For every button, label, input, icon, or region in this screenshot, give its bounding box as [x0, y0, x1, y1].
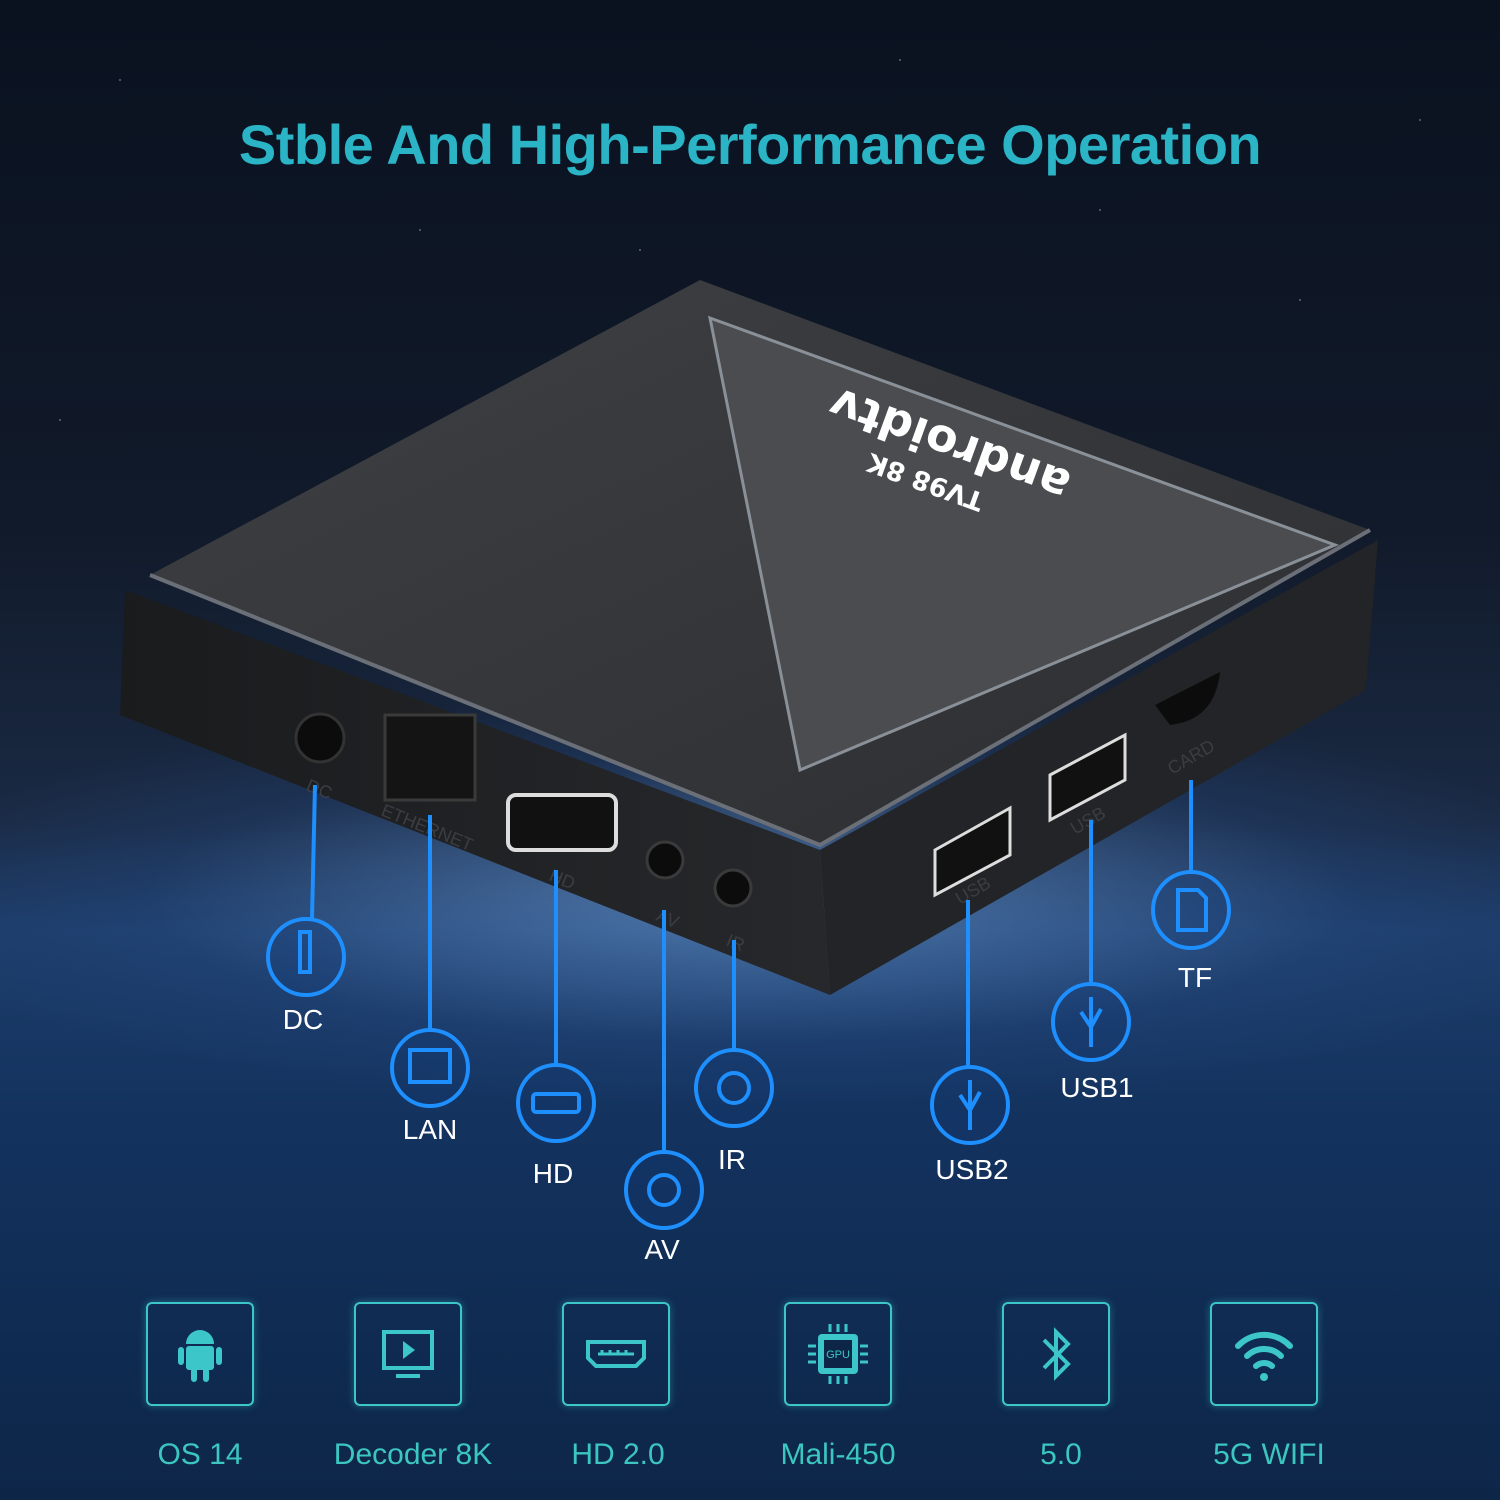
sd-card-icon: [1151, 870, 1231, 950]
port-label-usb2: USB2: [935, 1154, 1009, 1185]
feature-gpu: GPU: [784, 1302, 892, 1406]
android-icon: [178, 1330, 222, 1382]
hdmi-icon: [586, 1340, 646, 1368]
headline: Stble And High-Performance Operation: [238, 113, 1262, 176]
feature-label-os: OS 14: [157, 1438, 243, 1471]
hdmi-port: [506, 793, 618, 852]
feature-decoder: [354, 1302, 462, 1406]
hdmi-port-icon: [516, 1063, 596, 1143]
av-port: [645, 840, 685, 880]
port-label-av: AV: [644, 1234, 680, 1265]
port-callouts: [266, 780, 1231, 1230]
ir-receiver-icon: [694, 1048, 774, 1128]
dc-port: [294, 712, 346, 764]
feature-label-decoder: Decoder 8K: [333, 1438, 493, 1471]
ethernet-port: [383, 713, 477, 802]
av-jack-icon: [624, 1150, 704, 1230]
feature-label-gpu: Mali-450: [780, 1438, 896, 1471]
device-top-triangle: [708, 315, 1340, 773]
ethernet-port-icon: [390, 1028, 470, 1108]
usb-port-2: [933, 805, 1012, 898]
svg-text:GPU: GPU: [826, 1349, 850, 1361]
port-label-hd: HD: [532, 1158, 574, 1189]
port-label-dc: DC: [282, 1004, 324, 1035]
feature-hdmi: [562, 1302, 670, 1406]
gpu-chip-icon: GPU: [808, 1324, 868, 1384]
usb-port-1: [1048, 732, 1127, 823]
feature-bluetooth: [1002, 1302, 1110, 1406]
tv-play-icon: [382, 1330, 434, 1378]
feature-label-wifi: 5G WIFI: [1213, 1438, 1325, 1471]
ir-port: [713, 868, 753, 908]
port-label-tf: TF: [1177, 962, 1213, 993]
feature-os: [146, 1302, 254, 1406]
feature-wifi: [1210, 1302, 1318, 1406]
dc-plug-icon: [266, 917, 346, 997]
card-slot: [1155, 672, 1220, 725]
port-label-lan: LAN: [402, 1114, 458, 1145]
wifi-icon: [1235, 1331, 1293, 1381]
port-label-usb1: USB1: [1060, 1072, 1134, 1103]
feature-label-hdmi: HD 2.0: [571, 1438, 665, 1471]
port-label-ir: IR: [718, 1144, 746, 1175]
feature-label-bluetooth: 5.0: [1040, 1438, 1082, 1471]
bluetooth-icon: [1042, 1327, 1071, 1381]
